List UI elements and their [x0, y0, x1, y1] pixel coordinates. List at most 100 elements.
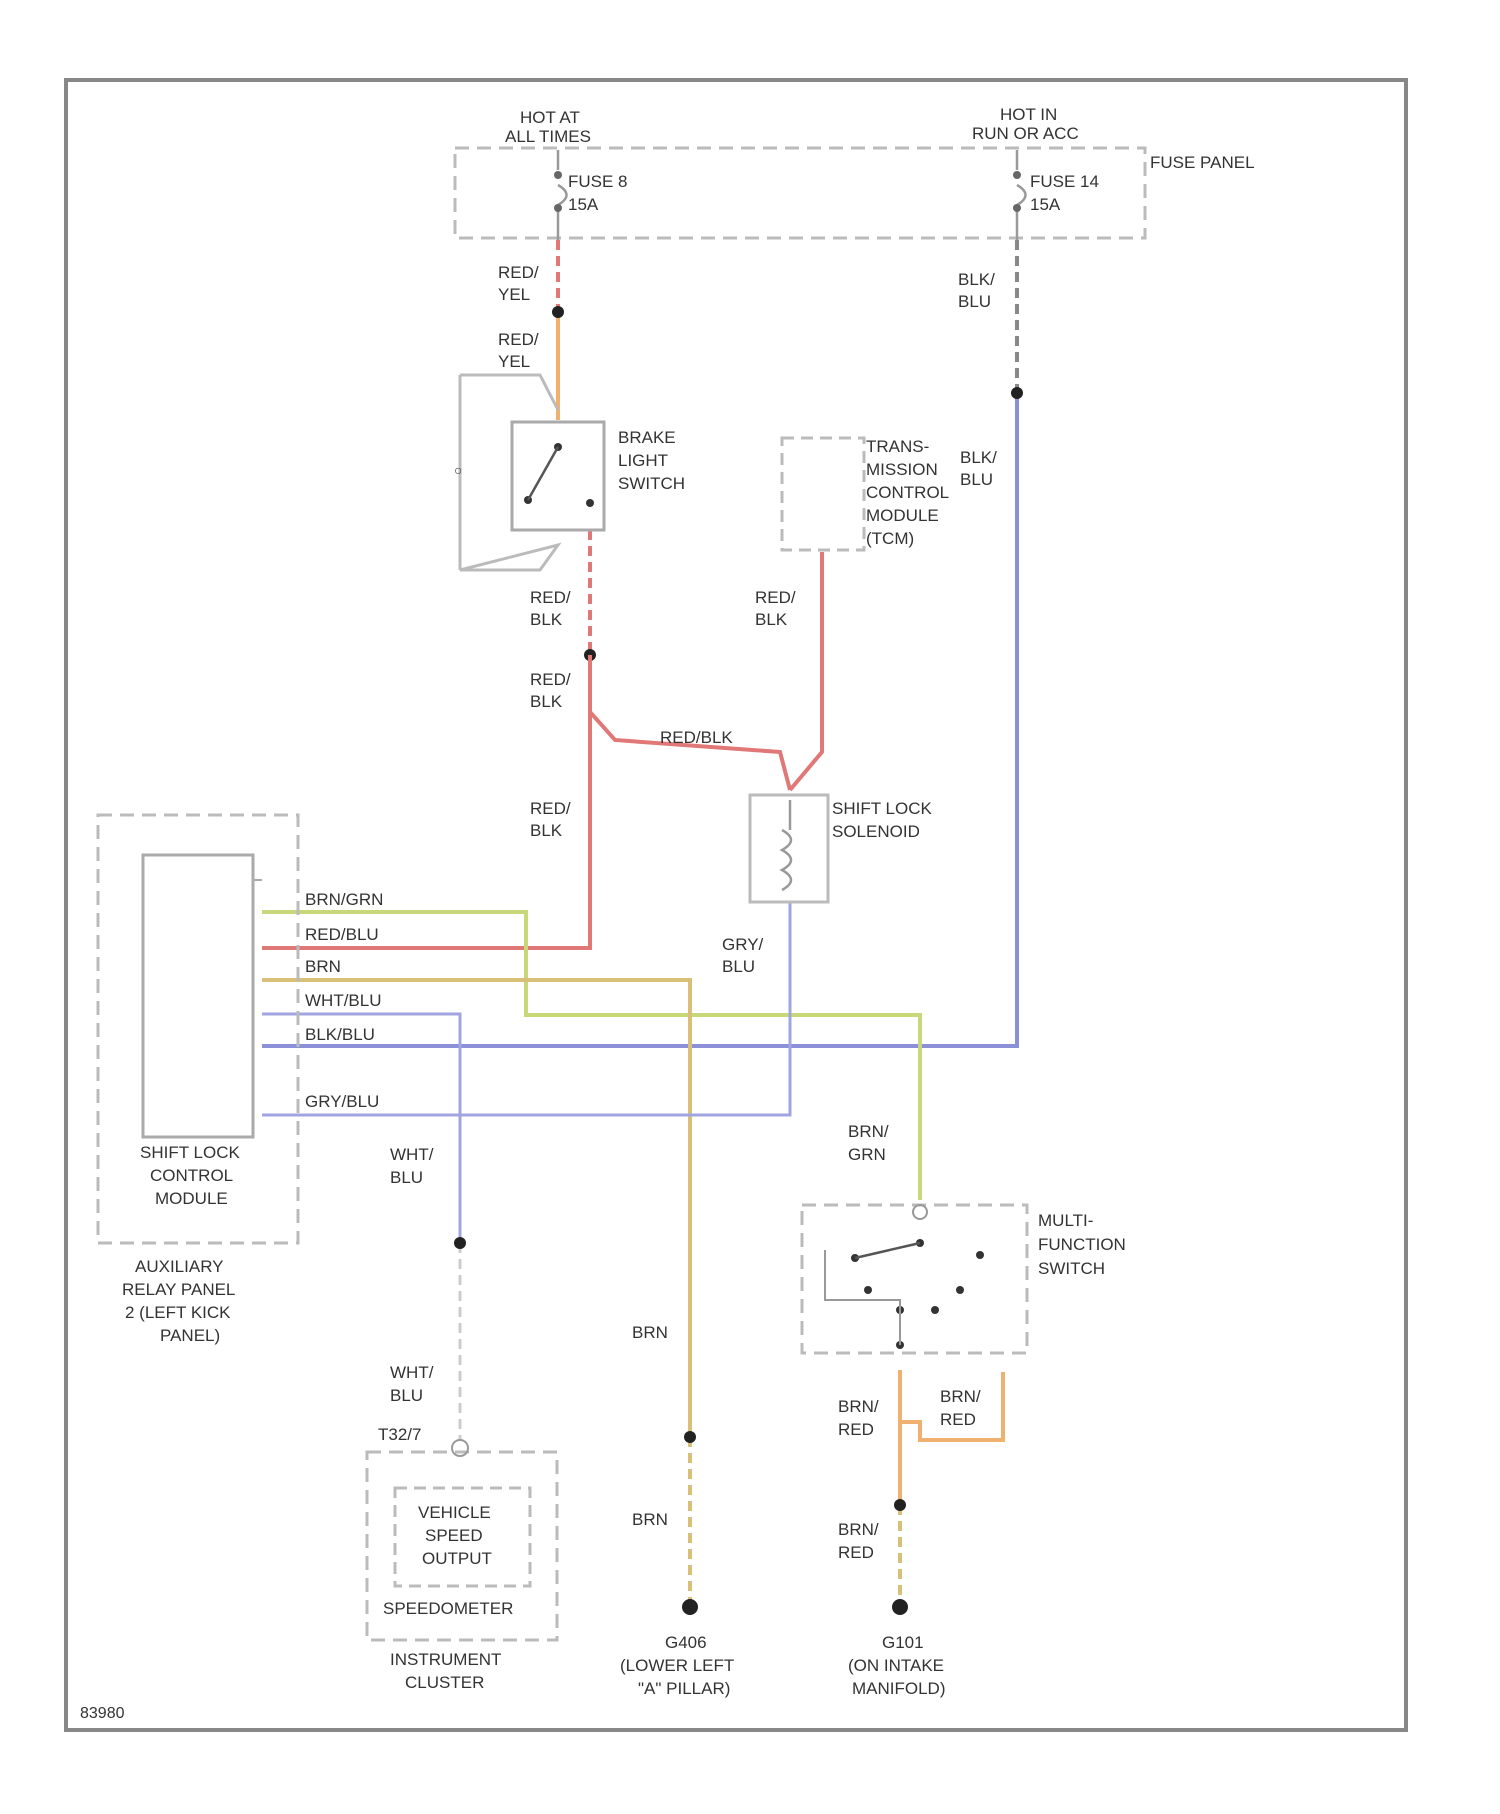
tcm-label-1: TRANS-: [866, 437, 929, 456]
module-label-3: MODULE: [155, 1189, 228, 1208]
fuse-14-label: FUSE 14: [1030, 172, 1099, 191]
multifunction-switch-label-1: MULTI-: [1038, 1211, 1093, 1230]
wire-label-blk-blu-2b: BLU: [960, 470, 993, 489]
module-label-1: SHIFT LOCK: [140, 1143, 240, 1162]
transmission-control-module: TRANS- MISSION CONTROL MODULE (TCM): [782, 437, 949, 550]
pin-label-blk-blu: BLK/BLU: [305, 1025, 375, 1044]
shift-lock-solenoid: SHIFT LOCK SOLENOID: [750, 795, 932, 902]
speedometer-label: SPEEDOMETER: [383, 1599, 513, 1618]
wire-label-brn-red-3a: BRN/: [838, 1520, 879, 1539]
tcm-label-3: CONTROL: [866, 483, 949, 502]
ground-g406: G406 (LOWER LEFT "A" PILLAR): [620, 1599, 734, 1698]
module-label-2: CONTROL: [150, 1166, 233, 1185]
wire-label-brn-grn-a: BRN/: [848, 1122, 889, 1141]
relay-panel-label-4: PANEL): [160, 1326, 220, 1345]
relay-panel-label-3: 2 (LEFT KICK: [125, 1303, 231, 1322]
wire-label-brn-grn-b: GRN: [848, 1145, 886, 1164]
wire-label-gry-blu-b: BLU: [722, 957, 755, 976]
hot-in-run-line1: HOT IN: [1000, 105, 1057, 124]
multifunction-switch-label-2: FUNCTION: [1038, 1235, 1126, 1254]
fuse-8-label: FUSE 8: [568, 172, 628, 191]
brake-light-switch-label-3: SWITCH: [618, 474, 685, 493]
fuse-14-rating: 15A: [1030, 195, 1061, 214]
wire-label-red-blk-tcm-a: RED/: [755, 588, 796, 607]
pin-label-gry-blu: GRY/BLU: [305, 1092, 379, 1111]
cluster-label-1: INSTRUMENT: [390, 1650, 501, 1669]
wire-label-brn-red-1a: BRN/: [838, 1397, 879, 1416]
wire-wht-blu: [262, 1014, 460, 1243]
svg-text:○: ○: [454, 462, 462, 478]
relay-panel-label-2: RELAY PANEL: [122, 1280, 235, 1299]
g406-label-3: "A" PILLAR): [638, 1679, 730, 1698]
instrument-cluster: T32/7 VEHICLE SPEED OUTPUT SPEEDOMETER I…: [367, 1425, 557, 1692]
wire-label-red-blk-inline: RED/BLK: [660, 728, 733, 747]
shift-lock-solenoid-label-1: SHIFT LOCK: [832, 799, 932, 818]
wire-label-wht-blu-2a: WHT/: [390, 1363, 434, 1382]
multifunction-switch: MULTI- FUNCTION SWITCH: [802, 1205, 1126, 1353]
wire-brn: [262, 980, 690, 1437]
fuse-8-symbol: [558, 150, 567, 240]
cluster-inner-1: VEHICLE: [418, 1503, 491, 1522]
wire-label-blk-blu-1b: BLU: [958, 292, 991, 311]
g101-label-2: (ON INTAKE: [848, 1656, 944, 1675]
fuse-14-symbol: [1017, 150, 1026, 240]
wire-label-blk-blu-1a: BLK/: [958, 270, 995, 289]
tcm-label-5: (TCM): [866, 529, 914, 548]
splice-red-yel: [552, 306, 564, 318]
cluster-inner-3: OUTPUT: [422, 1549, 492, 1568]
wire-label-brn-2: BRN: [632, 1510, 668, 1529]
splice-brn-red: [894, 1499, 906, 1511]
brake-light-switch-label-2: LIGHT: [618, 451, 668, 470]
wire-label-red-blk-1a: RED/: [530, 588, 571, 607]
brake-light-switch: ○ BRAKE LIGHT SWITCH: [454, 375, 685, 570]
wire-label-gry-blu-a: GRY/: [722, 935, 764, 954]
g406-label-2: (LOWER LEFT: [620, 1656, 734, 1675]
pin-label-wht-blu: WHT/BLU: [305, 991, 382, 1010]
wire-label-brn-1: BRN: [632, 1323, 668, 1342]
splice-brn: [684, 1431, 696, 1443]
wire-label-brn-red-2b: RED: [940, 1410, 976, 1429]
wire-label-brn-red-3b: RED: [838, 1543, 874, 1562]
shift-lock-solenoid-label-2: SOLENOID: [832, 822, 920, 841]
g101-label-3: MANIFOLD): [852, 1679, 946, 1698]
wire-label-wht-blu-2b: BLU: [390, 1386, 423, 1405]
wire-label-red-yel-1a: RED/: [498, 263, 539, 282]
wire-label-wht-blu-1b: BLU: [390, 1168, 423, 1187]
wire-label-red-blk-3b: BLK: [530, 821, 563, 840]
wire-label-red-blk-2b: BLK: [530, 692, 563, 711]
g406-label-1: G406: [665, 1633, 707, 1652]
relay-panel-label-1: AUXILIARY: [135, 1257, 224, 1276]
wire-label-red-blk-1b: BLK: [530, 610, 563, 629]
cluster-label-2: CLUSTER: [405, 1673, 484, 1692]
fuse-8-rating: 15A: [568, 195, 599, 214]
wire-label-red-yel-2b: YEL: [498, 352, 530, 371]
wire-label-red-blk-tcm-b: BLK: [755, 610, 788, 629]
g101-label-1: G101: [882, 1633, 924, 1652]
pin-label-red-blu: RED/BLU: [305, 925, 379, 944]
pin-label-brn: BRN: [305, 957, 341, 976]
wire-label-red-blk-2a: RED/: [530, 670, 571, 689]
fuse-panel: FUSE PANEL HOT AT ALL TIMES HOT IN RUN O…: [455, 105, 1255, 240]
pin-label-brn-grn: BRN/GRN: [305, 890, 383, 909]
wire-label-brn-red-1b: RED: [838, 1420, 874, 1439]
hot-in-run-line2: RUN OR ACC: [972, 124, 1079, 143]
wire-label-wht-blu-1a: WHT/: [390, 1145, 434, 1164]
fuse-panel-label: FUSE PANEL: [1150, 153, 1255, 172]
brake-light-switch-label-1: BRAKE: [618, 428, 676, 447]
wire-brn-grn: [262, 912, 920, 1200]
splice-wht-blu: [454, 1237, 466, 1249]
wire-label-red-yel-1b: YEL: [498, 285, 530, 304]
tcm-label-2: MISSION: [866, 460, 938, 479]
figure-id: 83980: [80, 1705, 125, 1722]
ground-g101: G101 (ON INTAKE MANIFOLD): [848, 1599, 946, 1698]
wire-label-red-blk-3a: RED/: [530, 799, 571, 818]
diagram-frame: [66, 80, 1406, 1730]
tcm-label-4: MODULE: [866, 506, 939, 525]
splice-blk-blu: [1011, 387, 1023, 399]
cluster-inner-2: SPEED: [425, 1526, 483, 1545]
shift-lock-control-module: SHIFT LOCK CONTROL MODULE AUXILIARY RELA…: [98, 815, 298, 1345]
hot-at-all-times-line1: HOT AT: [520, 108, 580, 127]
multifunction-switch-label-3: SWITCH: [1038, 1259, 1105, 1278]
wire-label-red-yel-2a: RED/: [498, 330, 539, 349]
